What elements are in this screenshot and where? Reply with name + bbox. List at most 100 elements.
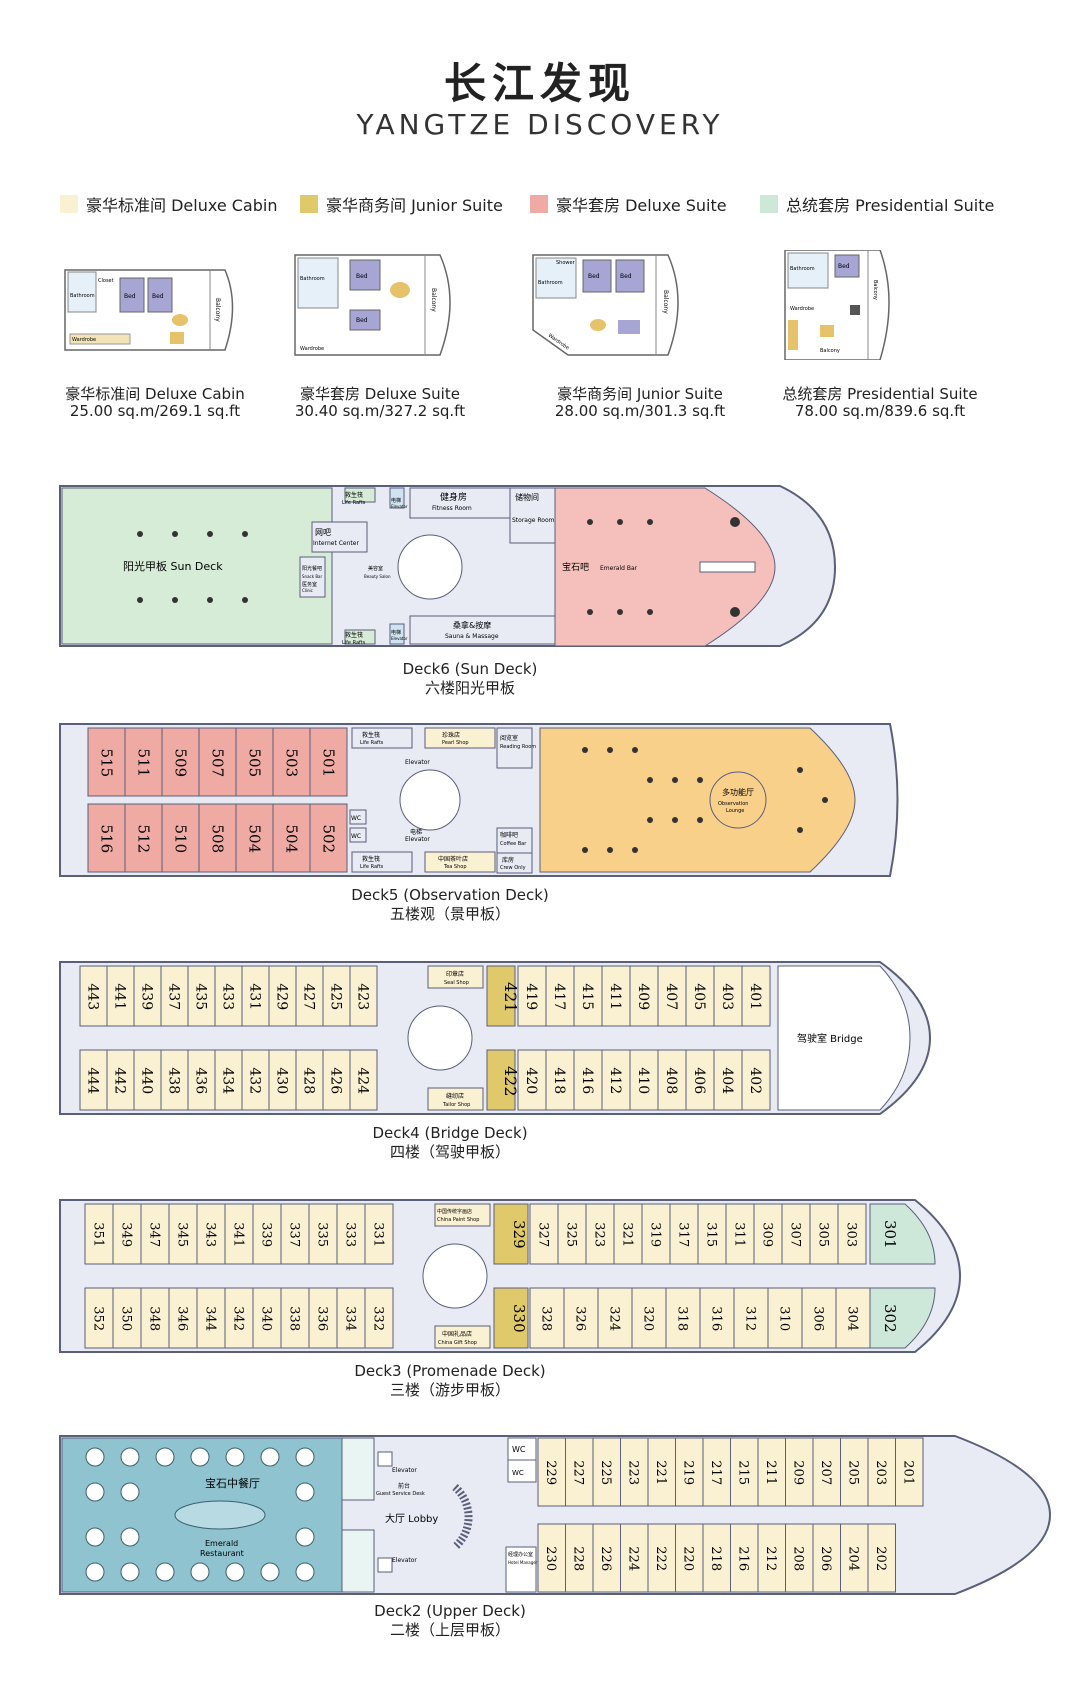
seal-shop-label-en: Seal Shop xyxy=(444,980,469,986)
legend-label: 豪华标准间 Deluxe Cabin xyxy=(86,196,278,215)
cabin xyxy=(675,1523,704,1593)
room-plan-junior-suite: Shower Bathroom Bed Bed Balcony Wardrobe xyxy=(532,254,679,356)
cabin xyxy=(268,965,297,1027)
cabin xyxy=(160,1049,189,1111)
cabin xyxy=(702,1523,731,1593)
room-number: 418 xyxy=(551,1067,567,1094)
clinic-label-en: Clinic xyxy=(302,588,313,593)
room-number: 211 xyxy=(763,1460,778,1485)
fitness-label: 健身房 xyxy=(440,491,467,503)
cabin xyxy=(592,1523,621,1593)
cabin xyxy=(867,1523,896,1593)
room-number: 436 xyxy=(193,1067,209,1094)
deck-caption-en: Deck2 (Upper Deck) xyxy=(374,1602,526,1620)
room-number: 208 xyxy=(791,1546,806,1571)
room-plan-deluxe-cabin: Bathroom Closet Bed Bed Balcony Wardrobe xyxy=(64,269,234,351)
room-label: Bathroom xyxy=(70,293,95,299)
room-number: 344 xyxy=(202,1306,217,1331)
room-number: 430 xyxy=(274,1067,290,1094)
cabin xyxy=(867,1437,896,1507)
cabin xyxy=(837,1203,867,1265)
coffee-bar-label: 咖啡吧 xyxy=(500,831,518,839)
lobby-label: 大厅 Lobby xyxy=(385,1512,438,1525)
cabin xyxy=(565,1523,594,1593)
wc-label: WC xyxy=(351,815,361,822)
room-number: 402 xyxy=(747,1067,763,1094)
cabin xyxy=(252,1287,282,1349)
deck-caption-cn: 二楼（上层甲板） xyxy=(389,1621,510,1639)
cabin xyxy=(573,965,603,1027)
room-number: 440 xyxy=(139,1067,155,1094)
office-label-en: Hotel Manager Offices xyxy=(508,1560,552,1565)
room-number: 212 xyxy=(763,1546,778,1571)
room-number: 443 xyxy=(85,983,101,1010)
cabin xyxy=(364,1287,394,1349)
room-number: 205 xyxy=(846,1460,861,1485)
cabin xyxy=(517,965,547,1027)
elevator-label-en: Elevator xyxy=(392,1557,417,1564)
room-number: 428 xyxy=(301,1067,317,1094)
cabin xyxy=(620,1437,649,1507)
cabin xyxy=(545,1049,575,1111)
room-label: Bathroom xyxy=(538,280,563,286)
room-number: 435 xyxy=(193,983,209,1010)
room-number: 304 xyxy=(844,1306,859,1331)
reading-room-label: 阅览室 xyxy=(500,734,518,742)
paint-shop-label-en: China Paint Shop xyxy=(437,1217,479,1223)
cabin xyxy=(187,1049,216,1111)
room-number: 415 xyxy=(579,983,595,1010)
elevator-label: 电梯 xyxy=(410,828,422,836)
room-number: 419 xyxy=(523,983,539,1010)
room-number: 351 xyxy=(90,1222,105,1247)
cabin xyxy=(730,1523,759,1593)
deck5-caption: Deck5 (Observation Deck) 五楼观（景甲板） xyxy=(300,886,600,924)
cabin xyxy=(124,727,163,797)
room-label: Bed xyxy=(838,263,850,270)
elevator-label-en: Elevator xyxy=(405,836,430,843)
room-label: Closet xyxy=(98,278,114,284)
room-number: 516 xyxy=(97,825,115,854)
room-label: Balcony xyxy=(662,290,669,314)
crew-label: 库房 xyxy=(502,856,514,864)
room-number: 407 xyxy=(663,983,679,1010)
room-number: 226 xyxy=(598,1546,613,1571)
legend-swatch xyxy=(530,195,548,213)
room-label: Bed xyxy=(124,293,136,300)
restaurant-label-en: Restaurant xyxy=(200,1549,244,1558)
elevator-label-en: Elevator xyxy=(391,504,408,509)
room-number: 426 xyxy=(328,1067,344,1094)
cabin xyxy=(106,1049,135,1111)
life-rafts-label: 救生筏 xyxy=(362,855,380,863)
room-number: 306 xyxy=(810,1306,825,1331)
deck6-plan: 阳光甲板 Sun Deck 救生筏 Life Rafts 救生筏 Life Ra… xyxy=(59,485,837,647)
legend: 豪华标准间 Deluxe Cabin 豪华商务间 Junior Suite 豪华… xyxy=(60,192,1040,216)
room-number: 403 xyxy=(719,983,735,1010)
room-number: 324 xyxy=(606,1306,621,1331)
cabin xyxy=(336,1203,366,1265)
room-number: 338 xyxy=(286,1306,301,1331)
cabin xyxy=(733,1287,769,1349)
cabin xyxy=(140,1203,170,1265)
room-label: Balcony xyxy=(872,280,878,300)
cabin xyxy=(895,1437,924,1507)
room-number: 507 xyxy=(208,749,226,778)
cabin xyxy=(252,1203,282,1265)
cabin xyxy=(557,1203,587,1265)
room-number: 315 xyxy=(703,1222,718,1247)
life-rafts-label-en: Life Rafts xyxy=(342,640,366,646)
deck-caption-en: Deck6 (Sun Deck) xyxy=(402,660,538,678)
cabin xyxy=(801,1287,837,1349)
cabin xyxy=(133,1049,162,1111)
room-number: 427 xyxy=(301,983,317,1010)
cabin xyxy=(809,1203,839,1265)
storage-label: 储物间 xyxy=(515,492,539,502)
room-number: 341 xyxy=(230,1222,245,1247)
cabin xyxy=(84,1287,114,1349)
clinic-label: 医务室 xyxy=(302,581,317,588)
wc-label: WC xyxy=(512,1469,524,1477)
